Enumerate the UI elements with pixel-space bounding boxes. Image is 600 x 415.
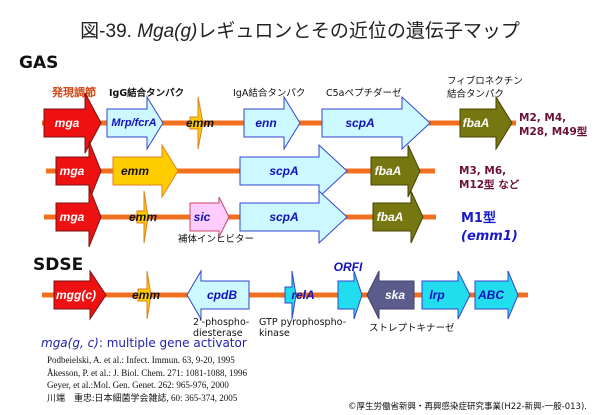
gene-label-mga: mga	[55, 116, 80, 130]
gene-label-ska: ska	[385, 288, 405, 302]
title-prefix: 図-39.	[80, 21, 138, 42]
title-suffix: レギュロンとその近位の遺伝子マップ	[197, 21, 520, 42]
gene-arrow-mrp	[106, 95, 164, 151]
gene-arrow-mgg	[53, 269, 107, 321]
gene-label-mgg: mgg(c)	[56, 288, 96, 302]
gene-label-fbaA: fbaA	[377, 210, 404, 224]
section-label-gas: GAS	[19, 53, 59, 73]
row2-types: M3, M6, M12型 など	[459, 165, 520, 191]
gene-label-cpdB: cpdB	[207, 288, 237, 302]
reference-item: Åkesson, P. et al.: J. Biol. Chem. 271: …	[47, 367, 247, 378]
gene-arrow-ska	[366, 270, 415, 320]
gene-arrow-cpdB	[186, 269, 250, 321]
label-fibronectin-2: 結合タンパク	[447, 89, 505, 100]
row3-types: M1型 (emm1)	[461, 211, 518, 244]
gene-arrow-mga	[43, 92, 102, 154]
label-relA: GTP pyrophospho- kinase	[259, 317, 347, 339]
gene-arrow-scpA	[239, 189, 348, 245]
gene-label-mrp: Mrp/fcrA	[111, 117, 156, 129]
mga-definition: mga(g, c): multiple gene activator	[41, 336, 247, 350]
title-italic: Mga(g)	[137, 21, 198, 42]
gene-arrow-fbaA	[459, 95, 513, 151]
gene-label-scpA: scpA	[345, 116, 374, 130]
gene-arrow-fbaA	[372, 190, 424, 244]
gene-label-fbaA: fbaA	[463, 116, 490, 130]
gene-label-sic: sic	[194, 210, 211, 224]
gene-arrow-scpA	[321, 95, 431, 151]
section-label-sdse: SDSE	[33, 255, 84, 275]
gene-arrow-emm	[189, 96, 204, 150]
gene-label-emm: emm	[132, 288, 160, 302]
label-iga-binding: IgA結合タンパク	[233, 88, 306, 99]
gene-arrow-emm	[136, 190, 149, 244]
gene-arrow-orfi	[337, 270, 363, 320]
gene-label-emm: emm	[129, 210, 157, 224]
label-igg-binding: IgG結合タンパク	[109, 88, 185, 99]
references: Podbeielski, A. et al.: Infect. Immun. 6…	[47, 354, 247, 404]
gene-label-enn: enn	[255, 116, 276, 130]
gene-label-scpA: scpA	[269, 164, 298, 178]
label-fibronectin-1: フィブロネクチン	[447, 76, 523, 87]
gene-arrow-lrp	[421, 270, 471, 320]
copyright: ©厚生労働省新興・再興感染症研究事業(H22-新興-一般-013).	[348, 402, 587, 412]
gene-label-mga: mga	[60, 164, 85, 178]
reference-item: Podbeielski, A. et al.: Infect. Immun. 6…	[47, 355, 235, 365]
gene-label-mga: mga	[60, 210, 85, 224]
gene-arrow-fbaA	[370, 144, 421, 198]
gene-label-lrp: lrp	[429, 288, 444, 302]
gene-label-fbaA: fbaA	[375, 164, 402, 178]
gene-arrow-mga	[55, 186, 102, 248]
gene-arrow-abc	[474, 270, 519, 320]
gene-label-emm: emm	[186, 116, 214, 130]
gene-label-emm: emm	[121, 164, 149, 178]
gene-arrow-relA	[284, 270, 297, 320]
figure-title: 図-39. Mga(g)レギュロンとその近位の遺伝子マップ	[0, 16, 600, 43]
gene-label-scpA: scpA	[269, 210, 298, 224]
gene-label-relA: relA	[291, 288, 314, 302]
gene-arrow-enn	[243, 95, 301, 151]
gene-arrow-mga	[55, 140, 102, 202]
label-cpdB: 2'-phospho- diesterase	[193, 317, 250, 339]
label-c5a-peptidase: C5aペプチダーゼ	[326, 88, 402, 99]
label-complement-inhibitor: 補体インヒビター	[178, 234, 255, 245]
row1-types: M2, M4, M28, M49型	[519, 112, 588, 138]
gene-arrow-sic	[189, 196, 230, 238]
gene-arrow-emm	[137, 270, 152, 320]
gene-label-abc: ABC	[477, 288, 504, 302]
gene-arrow-scpA	[239, 143, 348, 199]
reference-item: 川端 重忠:日本細菌学会雑誌, 60: 365-374, 2005	[47, 392, 238, 403]
gene-arrow-emm	[112, 143, 179, 199]
gene-label-orfi: ORFI	[334, 260, 363, 274]
reference-item: Geyer, et al.:Mol. Gen. Genet. 262: 965-…	[47, 380, 229, 390]
label-ska: ストレプトキナーゼ	[369, 323, 455, 334]
